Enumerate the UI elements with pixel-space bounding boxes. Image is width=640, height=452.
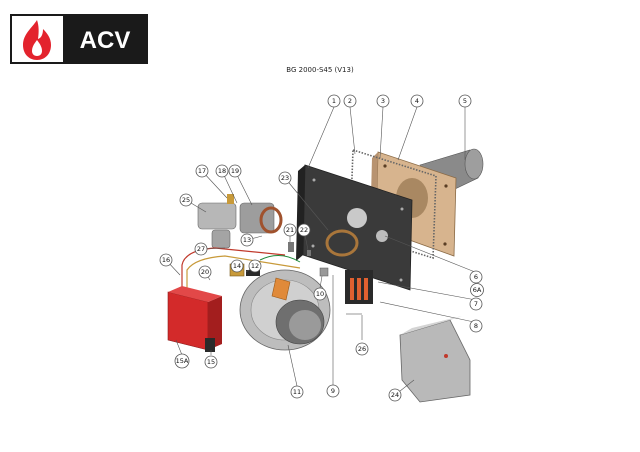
callout-26: 26 <box>355 342 369 356</box>
callout-27: 27 <box>194 242 208 256</box>
svg-text:9: 9 <box>331 387 335 395</box>
callout-4: 4 <box>410 94 424 108</box>
svg-text:25: 25 <box>182 196 190 204</box>
svg-text:10: 10 <box>316 290 324 298</box>
svg-text:16: 16 <box>162 256 170 264</box>
svg-text:20: 20 <box>201 268 209 276</box>
svg-text:27: 27 <box>197 245 205 253</box>
svg-text:22: 22 <box>300 226 308 234</box>
callout-1: 1 <box>327 94 341 108</box>
svg-text:19: 19 <box>231 167 239 175</box>
svg-text:24: 24 <box>391 391 399 399</box>
callout-13: 13 <box>240 233 254 247</box>
svg-text:17: 17 <box>198 167 206 175</box>
callout-15a: 15A <box>174 353 190 369</box>
diagram-title: BG 2000-S45 (V13) <box>286 66 354 74</box>
acv-logo: ACV <box>10 14 148 64</box>
callout-17: 17 <box>195 164 209 178</box>
svg-text:26: 26 <box>358 345 366 353</box>
brand-text: ACV <box>80 27 131 54</box>
burner-cover <box>399 316 471 403</box>
svg-text:11: 11 <box>293 388 301 396</box>
callout-6a: 6A <box>470 283 484 297</box>
fan-motor-housing <box>239 269 331 351</box>
svg-text:12: 12 <box>251 262 259 270</box>
svg-text:3: 3 <box>381 97 385 105</box>
callout-6: 6 <box>469 270 483 284</box>
svg-text:14: 14 <box>233 262 241 270</box>
callout-19: 19 <box>228 164 242 178</box>
callout-16: 16 <box>159 253 173 267</box>
callout-25: 25 <box>179 193 193 207</box>
callout-8: 8 <box>469 319 483 333</box>
svg-text:4: 4 <box>415 97 419 105</box>
control-box <box>167 286 222 352</box>
callout-21: 21 <box>283 223 297 237</box>
svg-text:18: 18 <box>218 167 226 175</box>
seal-ring <box>325 229 359 257</box>
svg-text:2: 2 <box>348 97 352 105</box>
callout-22: 22 <box>297 223 311 237</box>
callout-10: 10 <box>313 287 327 301</box>
svg-text:21: 21 <box>286 226 294 234</box>
svg-text:23: 23 <box>281 174 289 182</box>
gas-valve-assembly <box>197 194 283 249</box>
callout-12: 12 <box>248 259 262 273</box>
ignition-electrode-block <box>345 270 373 304</box>
mounting-plate <box>296 164 413 291</box>
callout-9: 9 <box>326 384 340 398</box>
svg-text:1: 1 <box>332 97 336 105</box>
svg-text:6A: 6A <box>473 286 482 294</box>
svg-text:15: 15 <box>207 358 215 366</box>
callout-2: 2 <box>343 94 357 108</box>
svg-text:7: 7 <box>474 300 478 308</box>
svg-text:13: 13 <box>243 236 251 244</box>
callout-3: 3 <box>376 94 390 108</box>
callout-14: 14 <box>230 259 244 273</box>
callout-11: 11 <box>290 385 304 399</box>
svg-text:5: 5 <box>463 97 467 105</box>
callout-15: 15 <box>204 355 218 369</box>
callout-7: 7 <box>469 297 483 311</box>
svg-text:6: 6 <box>474 273 478 281</box>
callout-24: 24 <box>388 388 402 402</box>
svg-text:8: 8 <box>474 322 478 330</box>
callout-20: 20 <box>198 265 212 279</box>
svg-text:15A: 15A <box>176 357 189 365</box>
callout-5: 5 <box>458 94 472 108</box>
callout-18: 18 <box>215 164 229 178</box>
callout-23: 23 <box>278 171 292 185</box>
